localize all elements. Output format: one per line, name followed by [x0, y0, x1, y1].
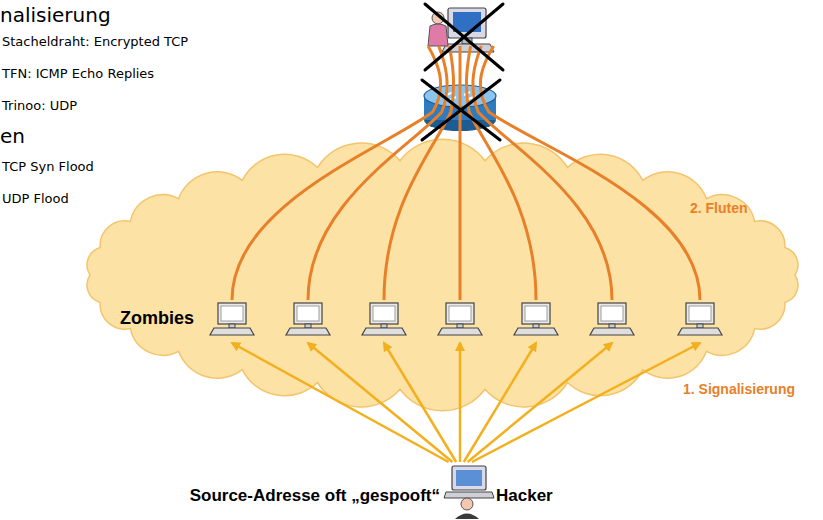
section-heading: en	[0, 125, 25, 148]
section-heading: nalisierung	[0, 4, 111, 27]
list-item: Trinoo: UDP	[2, 99, 77, 114]
note-label: Source-Adresse oft „gespooft“	[190, 486, 440, 506]
cross-mark	[422, 4, 503, 140]
actor-label: Hacker	[496, 486, 553, 506]
zombie-cloud: Zombies	[80, 150, 805, 400]
group-label: Zombies	[120, 308, 194, 329]
step-label: 1. Signalisierung	[683, 381, 795, 397]
flood-line	[459, 46, 462, 300]
hacker-icon	[444, 466, 494, 519]
step-label: 2. Fluten	[690, 200, 748, 216]
list-item: Stacheldraht: Encrypted TCP	[2, 35, 188, 50]
list-item: TCP Syn Flood	[2, 160, 94, 175]
cloud-shape	[87, 139, 798, 410]
hacker-node: Hacker	[494, 484, 574, 508]
list-item: UDP Flood	[2, 192, 69, 207]
cloud-outline	[80, 150, 805, 400]
list-item: TFN: ICMP Echo Replies	[2, 67, 154, 82]
signal-arrow	[459, 343, 462, 462]
